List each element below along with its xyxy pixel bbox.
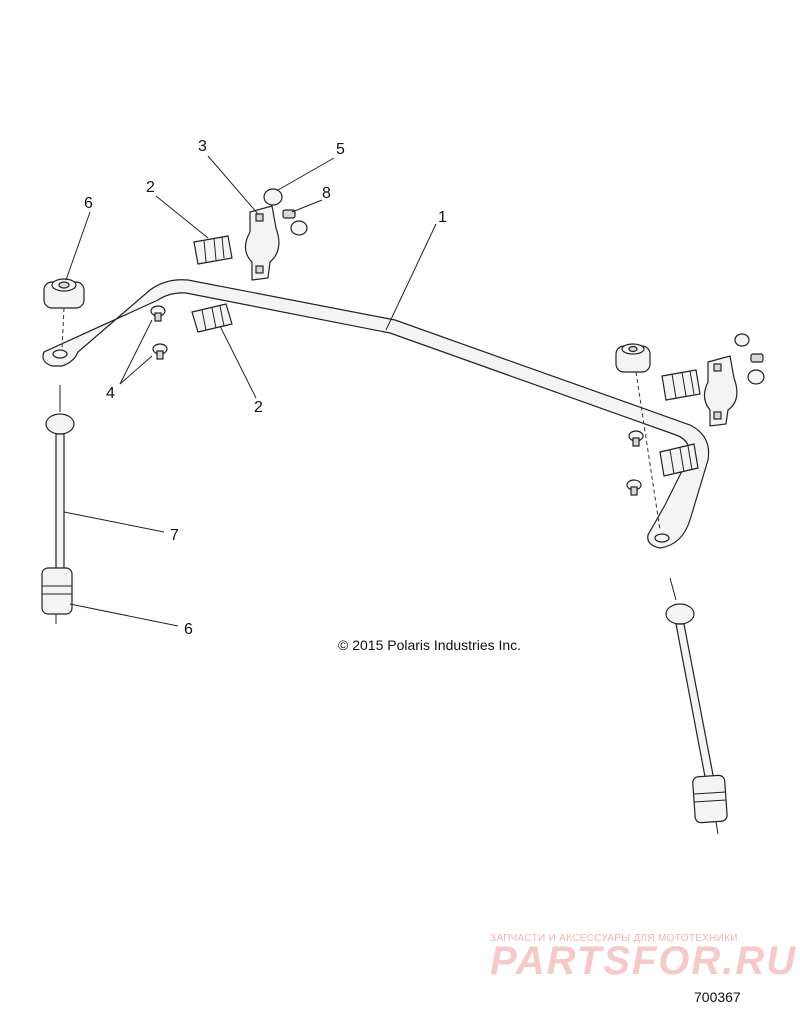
bushing-block-left-lower bbox=[191, 303, 233, 333]
bolt-left-upper bbox=[150, 305, 166, 322]
bolt-right-lower bbox=[626, 479, 642, 496]
bushing-block-right-upper bbox=[661, 369, 701, 401]
bushing-right-top bbox=[615, 343, 661, 531]
leader-lines bbox=[63, 155, 437, 627]
callout-8: 8 bbox=[322, 185, 331, 202]
nut-left-small bbox=[290, 220, 308, 236]
clamp-bracket-right bbox=[703, 355, 738, 427]
bushing-block-left-upper bbox=[193, 235, 233, 265]
copyright-text: © 2015 Polaris Industries Inc. bbox=[338, 637, 521, 653]
nut-right-bottom bbox=[747, 369, 765, 385]
callout-1: 1 bbox=[438, 209, 447, 226]
callout-5: 5 bbox=[336, 141, 345, 158]
callout-3: 3 bbox=[198, 138, 207, 155]
bolt-left-lower bbox=[152, 343, 168, 360]
bolt-right-upper bbox=[628, 430, 644, 447]
stabilizer-bar bbox=[42, 279, 710, 549]
callout-6-lower: 6 bbox=[184, 621, 193, 638]
nut-right-top bbox=[734, 333, 750, 347]
callout-7: 7 bbox=[170, 527, 179, 544]
bushing-left-top bbox=[43, 278, 85, 351]
watermark-tagline: ЗАПЧАСТИ И АКСЕССУАРЫ ДЛЯ МОТОТЕХНИКИ bbox=[490, 933, 738, 944]
screw-right bbox=[750, 353, 764, 363]
callout-2-upper: 2 bbox=[146, 179, 155, 196]
nut-left-large bbox=[263, 188, 283, 206]
link-rod-left bbox=[41, 385, 75, 624]
diagram-part-number: 700367 bbox=[694, 989, 741, 1005]
watermark: ЗАПЧАСТИ И АКСЕССУАРЫ ДЛЯ МОТОТЕХНИКИ PA… bbox=[490, 933, 797, 983]
clamp-bracket-left bbox=[244, 205, 280, 281]
link-rod-right bbox=[665, 577, 728, 835]
callout-6-upper: 6 bbox=[84, 195, 93, 212]
bushing-block-right-lower bbox=[659, 443, 699, 477]
callout-4: 4 bbox=[106, 385, 115, 402]
watermark-brand: PARTSFOR.RU bbox=[490, 939, 797, 983]
callout-2-lower: 2 bbox=[254, 399, 263, 416]
